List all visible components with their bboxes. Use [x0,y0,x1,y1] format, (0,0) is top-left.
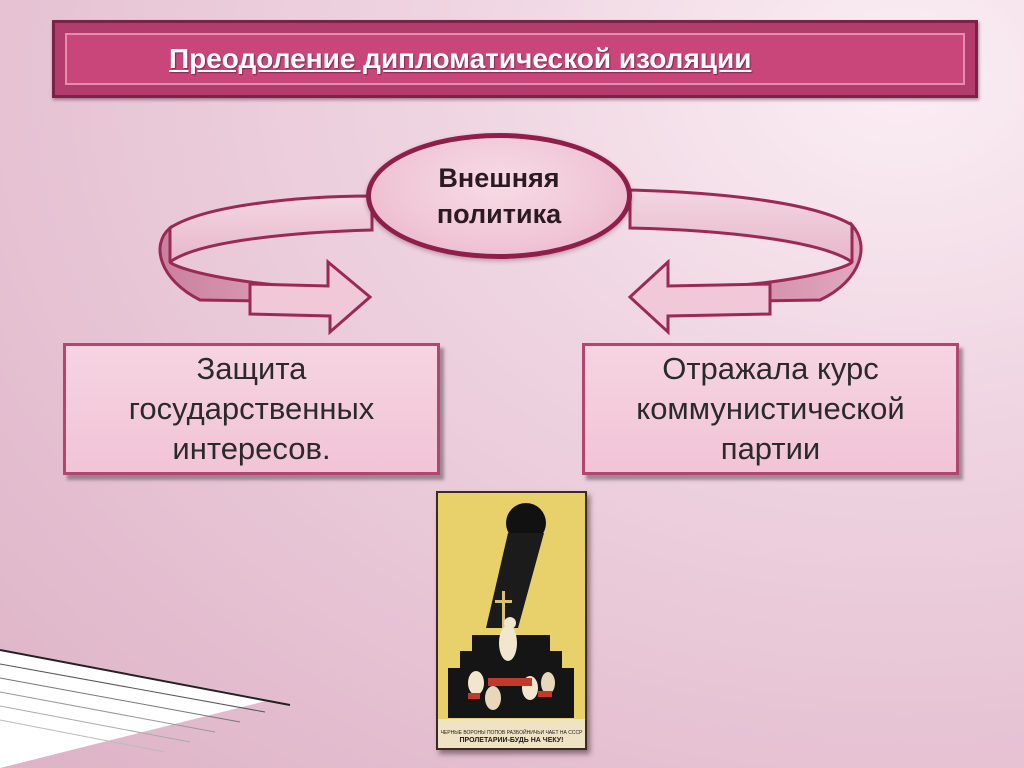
poster-caption: ЧЕРНЫЕ ВОРОНЫ ПОПОВ РАЗБОЙНИЧЬИ ЧАЕТ НА … [440,730,583,745]
poster-caption-big: ПРОЛЕТАРИИ-БУДЬ НА ЧЕКУ! [459,737,564,744]
right-box-line3: партии [720,431,821,466]
title-banner: Преодоление дипломатической изоляции [52,20,978,98]
center-node-line2: политика [436,199,562,229]
title-inner-panel: Преодоление дипломатической изоляции [65,33,965,85]
left-arrow [158,194,374,336]
left-box-line1: Защита [196,351,307,386]
center-node-line1: Внешняя [438,163,560,193]
right-arrow [627,188,863,336]
left-box-state-interests: Защита государственных интересов. [63,343,440,475]
poster-illustration [438,493,585,748]
page-title: Преодоление дипломатической изоляции [169,43,752,74]
left-box-line2: государственных [128,391,375,426]
poster-caption-small: ЧЕРНЫЕ ВОРОНЫ ПОПОВ РАЗБОЙНИЧЬИ ЧАЕТ НА … [440,730,583,736]
soviet-poster-image: ЧЕРНЫЕ ВОРОНЫ ПОПОВ РАЗБОЙНИЧЬИ ЧАЕТ НА … [436,491,587,750]
right-box-line2: коммунистической [636,391,905,426]
right-box-line1: Отражала курс [662,351,879,386]
right-box-party-course: Отражала курс коммунистической партии [582,343,959,475]
left-box-line3: интересов. [172,431,331,466]
center-node-foreign-policy: Внешняя политика [366,133,632,259]
